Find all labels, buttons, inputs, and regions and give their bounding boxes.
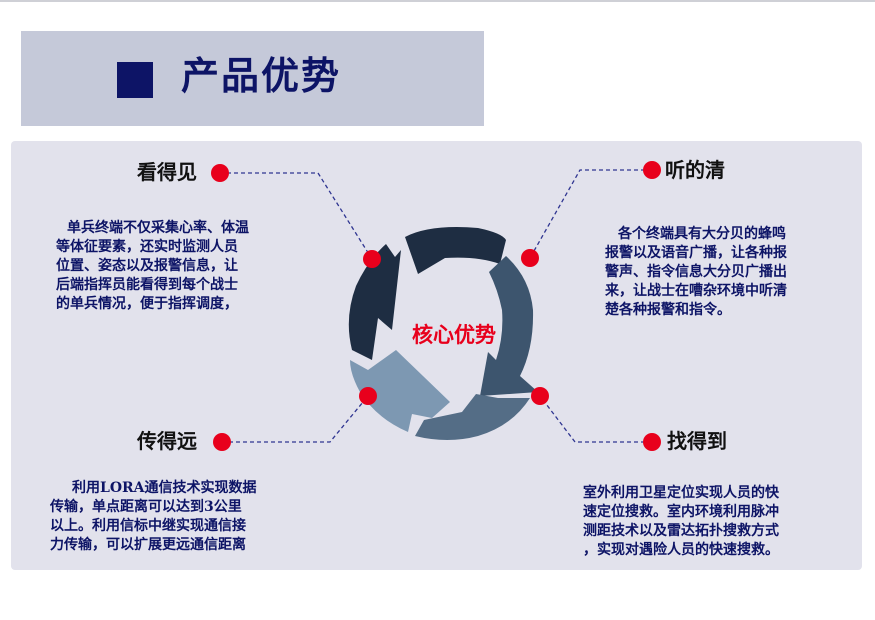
heading-see: 看得见	[137, 160, 197, 184]
heading-hear: 听的清	[665, 158, 725, 182]
core-label: 核心优势	[412, 322, 496, 347]
desc-see-line: 等体征要素，还实时监测人员	[56, 239, 238, 255]
cycle-segment-top	[405, 227, 506, 274]
desc-see-line: 单兵终端不仅采集心率、体温	[67, 220, 249, 236]
marker-find-label	[643, 433, 661, 451]
desc-far-line: 以上。利用信标中继实现通信接	[50, 518, 246, 534]
marker-far-label	[213, 433, 231, 451]
desc-far: 利用LORA通信技术实现数据 传输，单点距离可以达到3公里 以上。利用信标中继实…	[50, 479, 257, 555]
desc-hear-line: 楚各种报警和指令。	[605, 302, 731, 318]
desc-hear-line: 来，让战士在嘈杂环境中听清	[605, 283, 787, 299]
markers	[211, 161, 661, 451]
content-panel	[11, 141, 862, 570]
desc-see-line: 后端指挥员能看得到每个战士	[56, 277, 238, 293]
desc-hear-line: 警声、指令信息大分贝广播出	[605, 264, 787, 280]
heading-far: 传得远	[137, 429, 197, 453]
heading-find: 找得到	[667, 429, 727, 453]
marker-hear-label	[643, 161, 661, 179]
connector-far	[222, 395, 369, 443]
desc-hear-line: 各个终端具有大分贝的蜂鸣	[618, 226, 786, 242]
marker-far-ring	[359, 387, 377, 405]
connector-lines	[220, 169, 652, 443]
title-square-icon	[117, 62, 153, 98]
connector-see	[220, 172, 373, 260]
cycle-ring	[348, 227, 538, 440]
connector-find	[539, 395, 652, 443]
desc-see-line: 位置、姿态以及报警信息，让	[56, 258, 238, 274]
marker-find-ring	[531, 387, 549, 405]
marker-see-label	[211, 164, 229, 182]
title-banner: 产品优势	[21, 31, 484, 126]
desc-find-line: 测距技术以及雷达拓扑搜救方式	[583, 523, 779, 539]
marker-hear-ring	[521, 249, 539, 267]
cycle-segment-bottom-right	[415, 394, 530, 440]
marker-see-ring	[363, 250, 381, 268]
desc-see: 单兵终端不仅采集心率、体温 等体征要素，还实时监测人员 位置、姿态以及报警信息，…	[56, 219, 249, 314]
desc-far-line: 力传输，可以扩展更远通信距离	[50, 537, 246, 553]
cycle-segment-left	[348, 244, 401, 360]
desc-find-line: 室外利用卫星定位实现人员的快	[583, 485, 779, 501]
desc-hear: 各个终端具有大分贝的蜂鸣 报警以及语音广播，让各种报 警声、指令信息大分贝广播出…	[605, 225, 787, 320]
desc-find: 室外利用卫星定位实现人员的快 速定位搜救。室内环境利用脉冲 测距技术以及雷达拓扑…	[583, 484, 779, 560]
cycle-segment-right	[480, 256, 538, 396]
desc-find-line: 速定位搜救。室内环境利用脉冲	[583, 504, 779, 520]
cycle-segment-bottom-left	[350, 350, 450, 432]
page-title: 产品优势	[181, 53, 342, 98]
top-divider	[0, 0, 875, 2]
connector-hear	[529, 169, 652, 259]
desc-find-line: ，实现对遇险人员的快速搜救。	[583, 542, 779, 558]
desc-far-line: 传输，单点距离可以达到3公里	[50, 499, 242, 515]
desc-hear-line: 报警以及语音广播，让各种报	[605, 245, 787, 261]
desc-far-line: 利用LORA通信技术实现数据	[72, 480, 257, 496]
desc-see-line: 的单兵情况，便于指挥调度，	[56, 296, 238, 312]
